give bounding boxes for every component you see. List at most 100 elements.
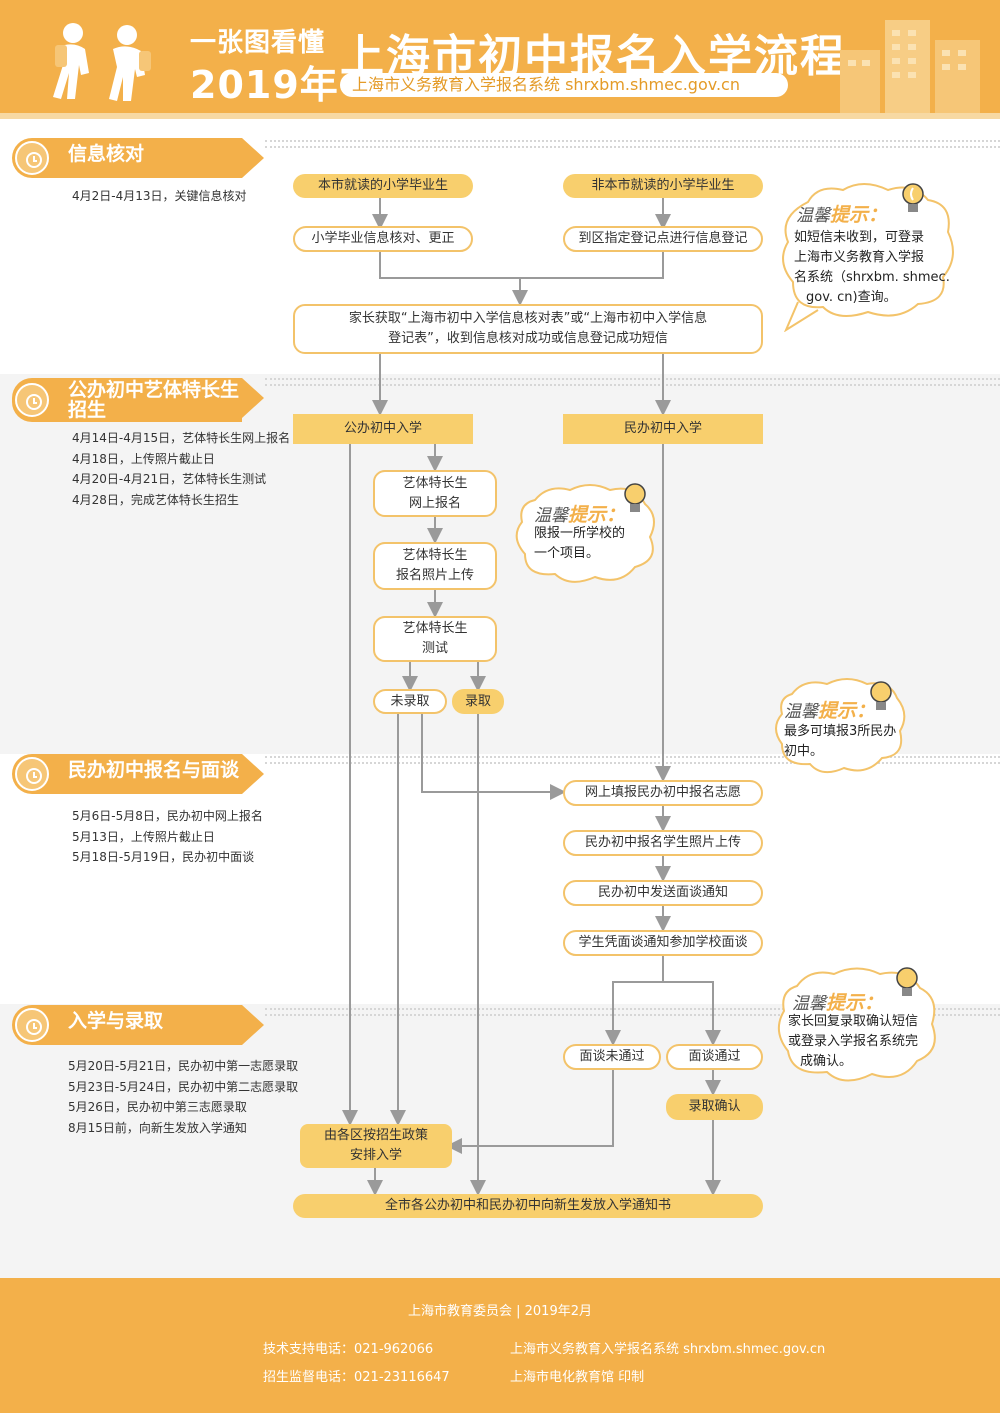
tip-text: 限报一所学校的 一个项目。	[534, 524, 625, 564]
tip-title-b: 提示：	[818, 700, 876, 722]
section-header-admission: 入学与录取	[12, 1005, 264, 1045]
date-line: 4月18日，上传照片截止日	[72, 451, 215, 466]
node-art-apply: 艺体特长生 网上报名	[373, 470, 497, 517]
tip-title-a: 温馨	[534, 506, 568, 526]
section-dates-art-sport: 4月14日-4月15日，艺体特长生网上报名 4月18日，上传照片截止日 4月20…	[72, 428, 290, 510]
section-dates-info-check: 4月2日-4月13日，关键信息核对	[72, 186, 247, 207]
divider-dotted	[265, 378, 1000, 380]
tip-line: 一个项目。	[534, 546, 600, 561]
date-line: 5月18日-5月19日，民办初中面谈	[72, 850, 255, 864]
cloud-shape	[515, 484, 655, 583]
tip-title: 温馨提示：	[796, 200, 887, 227]
node-not-admitted: 未录取	[373, 689, 447, 714]
clock-icon	[15, 757, 49, 791]
cloud-shape	[782, 183, 954, 332]
section-header-art-sport: 公办初中艺体特长生 招生	[12, 378, 264, 422]
date-line: 4月20日-4月21日，艺体特长生测试	[72, 472, 267, 486]
header-system-url: 上海市义务教育入学报名系统 shrxbm.shmec.gov.cn	[340, 73, 788, 97]
node-private-interview: 学生凭面谈通知参加学校面谈	[563, 930, 763, 956]
tip-title-b: 提示：	[826, 992, 884, 1014]
tip-line: 家长回复录取确认短信	[788, 1014, 919, 1029]
node-text: 家长获取“上海市初中入学信息核对表”或“上海市初中入学信息	[348, 311, 708, 326]
header-year: 2019年	[190, 63, 339, 107]
node-text: 测试	[421, 641, 448, 656]
clock-icon	[15, 1008, 49, 1042]
section-dates-admission: 5月20日-5月21日，民办初中第一志愿录取 5月23日-5月24日，民办初中第…	[68, 1056, 298, 1138]
cloud-shape	[775, 678, 906, 774]
tip-line: 限报一所学校的	[534, 526, 626, 541]
tip-cloud-sms: 温馨提示： 如短信未收到，可登录 上海市义务教育入学报 名系统（shrxbm. …	[778, 182, 958, 332]
lightbulb-icon	[870, 681, 892, 710]
node-nonlocal-graduate: 非本市就读的小学毕业生	[563, 174, 763, 198]
date-line: 5月13日，上传照片截止日	[72, 829, 215, 844]
node-text: 登记表”，收到信息核对成功或信息登记成功短信	[388, 331, 668, 346]
tip-title-a: 温馨	[792, 994, 826, 1014]
footer-supervise-phone: 招生监督电话：021-23116647	[263, 1370, 450, 1385]
date-line: 4月28日，完成艺体特长生招生	[72, 492, 239, 507]
tip-cloud-private: 温馨提示： 最多可填报3所民办 初中。	[772, 676, 910, 782]
date-line: 5月23日-5月24日，民办初中第二志愿录取	[68, 1079, 299, 1094]
node-art-photo: 艺体特长生 报名照片上传	[373, 542, 497, 590]
divider-dotted	[265, 1014, 1000, 1016]
tip-line: 如短信未收到，可登录	[794, 230, 925, 245]
clock-icon	[15, 141, 49, 175]
divider-dotted	[265, 756, 1000, 758]
lightbulb-icon	[896, 967, 918, 996]
tip-title-a: 温馨	[784, 702, 818, 722]
footer-org-date: 上海市教育委员会 | 2019年2月	[408, 1304, 592, 1319]
tip-cloud-art: 温馨提示： 限报一所学校的 一个项目。	[510, 482, 660, 590]
students-walking-illustration	[53, 23, 151, 101]
node-admit-confirm: 录取确认	[666, 1094, 763, 1120]
footer-tech-phone: 技术支持电话：021-962066	[263, 1342, 434, 1357]
tip-line: gov. cn)查询。	[806, 290, 897, 305]
node-art-test: 艺体特长生 测试	[373, 616, 497, 662]
tip-line: 名系统（shrxbm. shmec.	[794, 270, 950, 285]
divider-dotted	[265, 140, 1000, 142]
node-final-notice: 全市各公办初中和民办初中向新生发放入学通知书	[293, 1194, 763, 1218]
footer: 上海市教育委员会 | 2019年2月 技术支持电话：021-962066 招生监…	[0, 1278, 1000, 1413]
header-banner: 一张图看懂 2019年 上海市初中报名入学流程 上海市义务教育入学报名系统 sh…	[0, 0, 1000, 113]
node-interview-fail: 面谈未通过	[563, 1044, 661, 1070]
tip-title: 温馨提示：	[784, 696, 875, 723]
divider-dotted	[265, 146, 1000, 148]
footer-printer: 上海市电化教育馆 印制	[510, 1370, 645, 1385]
node-parent-form: 家长获取“上海市初中入学信息核对表”或“上海市初中入学信息 登记表”，收到信息核…	[293, 304, 763, 354]
cloud-shape	[777, 967, 936, 1082]
node-private-photo: 民办初中报名学生照片上传	[563, 830, 763, 856]
node-text: 报名照片上传	[395, 568, 474, 583]
date-line: 8月15日前，向新生发放入学通知	[68, 1120, 247, 1135]
lightbulb-icon	[902, 183, 924, 212]
tip-title-b: 提示：	[830, 204, 888, 226]
section-band-private	[0, 754, 1000, 1004]
section-title: 入学与录取	[68, 1010, 164, 1032]
node-text: 网上报名	[408, 495, 461, 511]
tip-title-a: 温馨	[796, 206, 830, 226]
tip-line: 成确认。	[800, 1054, 853, 1069]
node-private-apply: 网上填报民办初中报名志愿	[563, 780, 763, 806]
node-local-info-check: 小学毕业信息核对、更正	[293, 226, 473, 252]
tip-line: 最多可填报3所民办	[784, 724, 897, 739]
tip-cloud-confirm: 温馨提示： 家长回复录取确认短信 或登录入学报名系统完 成确认。	[772, 966, 942, 1092]
section-dates-private: 5月6日-5月8日，民办初中网上报名 5月13日，上传照片截止日 5月18日-5…	[72, 806, 263, 868]
date-line: 5月20日-5月21日，民办初中第一志愿录取	[68, 1059, 299, 1073]
node-text: 艺体特长生	[402, 548, 468, 563]
node-district-assign: 由各区按招生政策 安排入学	[300, 1124, 452, 1168]
date-line: 5月6日-5月8日，民办初中网上报名	[72, 809, 263, 823]
divider-dotted	[265, 384, 1000, 386]
header-divider	[0, 113, 1000, 119]
node-nonlocal-register: 到区指定登记点进行信息登记	[563, 226, 763, 252]
node-text: 安排入学	[349, 1148, 402, 1163]
section-title: 信息核对	[68, 143, 145, 165]
tip-title: 温馨提示：	[792, 988, 883, 1015]
tip-text: 最多可填报3所民办 初中。	[784, 722, 896, 762]
node-text: 艺体特长生	[402, 475, 468, 491]
section-title: 公办初中艺体特长生	[68, 379, 240, 401]
tip-line: 初中。	[784, 744, 824, 759]
node-interview-pass: 面谈通过	[666, 1044, 763, 1070]
section-header-info-check: 信息核对	[12, 138, 264, 178]
divider-dotted	[265, 1008, 1000, 1010]
header-subtitle: 一张图看懂	[190, 28, 326, 58]
node-text: 艺体特长生	[402, 621, 468, 636]
section-header-private: 民办初中报名与面谈	[12, 754, 264, 794]
node-public-entry: 公办初中入学	[293, 414, 473, 444]
